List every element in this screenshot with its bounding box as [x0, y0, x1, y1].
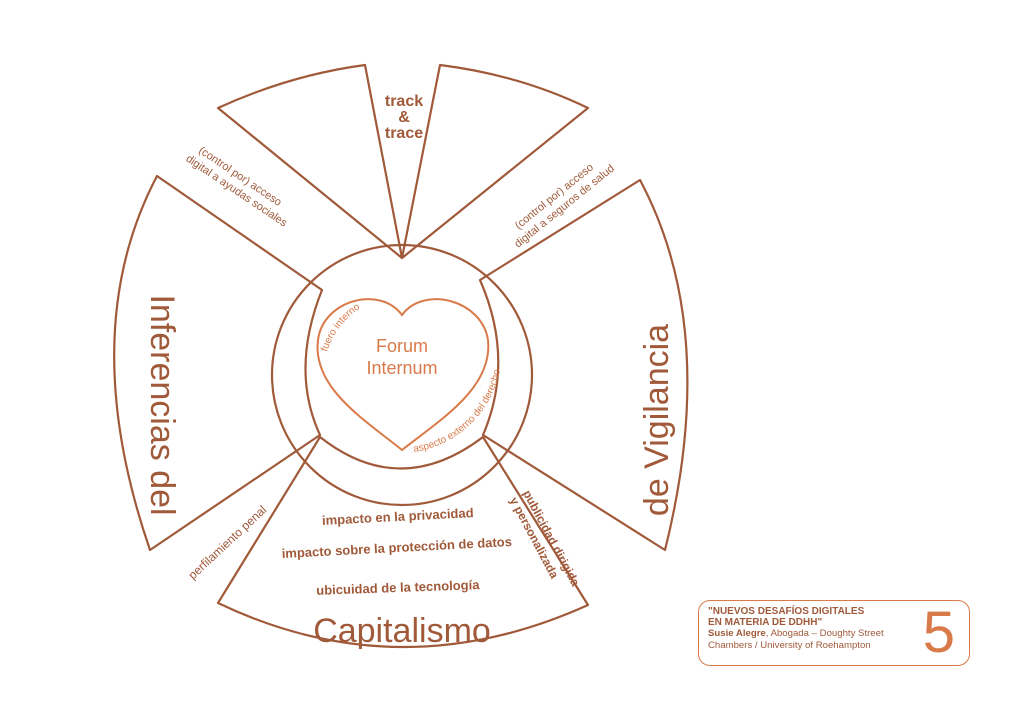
caption-title-line1: "NUEVOS DESAFÍOS DIGITALES — [708, 606, 865, 617]
caption-affiliation: , Abogada – Doughty Street — [765, 628, 884, 639]
heart-shape — [316, 298, 490, 452]
segment-label-inferencias: Inferencias del — [143, 294, 181, 515]
caption-number: 5 — [922, 600, 955, 665]
caption-affiliation-line2: Chambers / University of Roehampton — [708, 640, 871, 651]
arc-label-aspecto-externo: aspecto externo del derecho — [413, 368, 503, 455]
forum-internum-title-line2: Internum — [366, 358, 437, 378]
forum-internum-title-line1: Forum — [376, 336, 428, 356]
bottom-item-proteccion-datos: impacto sobre la protección de datos — [281, 534, 512, 561]
spoke-top-left-label: (control por) acceso digital a ayudas so… — [184, 145, 290, 230]
segment-label-capitalismo: Capitalismo — [313, 612, 491, 650]
svg-text:track: track — [385, 93, 423, 110]
spoke-bottom-left-label: perfilamiento penal — [185, 503, 269, 582]
caption-title-line2: EN MATERIA DE DDHH" — [708, 617, 823, 628]
segment-label-vigilancia: de Vigilancia — [638, 324, 676, 516]
bottom-item-privacidad: impacto en la privacidad — [322, 505, 474, 528]
inner-ring — [270, 243, 534, 507]
svg-text:trace: trace — [385, 125, 423, 142]
bottom-item-ubicuidad: ubicuidad de la tecnología — [316, 577, 480, 598]
segment-left — [113, 174, 324, 552]
spoke-top-label: track & trace — [385, 93, 423, 142]
caption-author-line: Susie Alegre, Abogada – Doughty Street — [708, 628, 923, 640]
segment-bottom — [216, 435, 590, 649]
spoke-top-right-label: (control por) acceso digital a seguros d… — [512, 161, 617, 250]
segment-right — [478, 178, 689, 552]
caption-box: "NUEVOS DESAFÍOS DIGITALES EN MATERIA DE… — [698, 600, 970, 666]
segment-top-left — [216, 63, 404, 260]
segment-top-right — [400, 63, 590, 260]
caption-author: Susie Alegre — [708, 628, 766, 639]
arc-label-fuero-interno: fuero interno — [319, 301, 362, 353]
svg-text:digital a seguros de salud: digital a seguros de salud — [512, 162, 617, 250]
svg-text:&: & — [398, 109, 410, 126]
spoke-bottom-right-label: publicidad dirigida y personalizada — [507, 488, 583, 589]
